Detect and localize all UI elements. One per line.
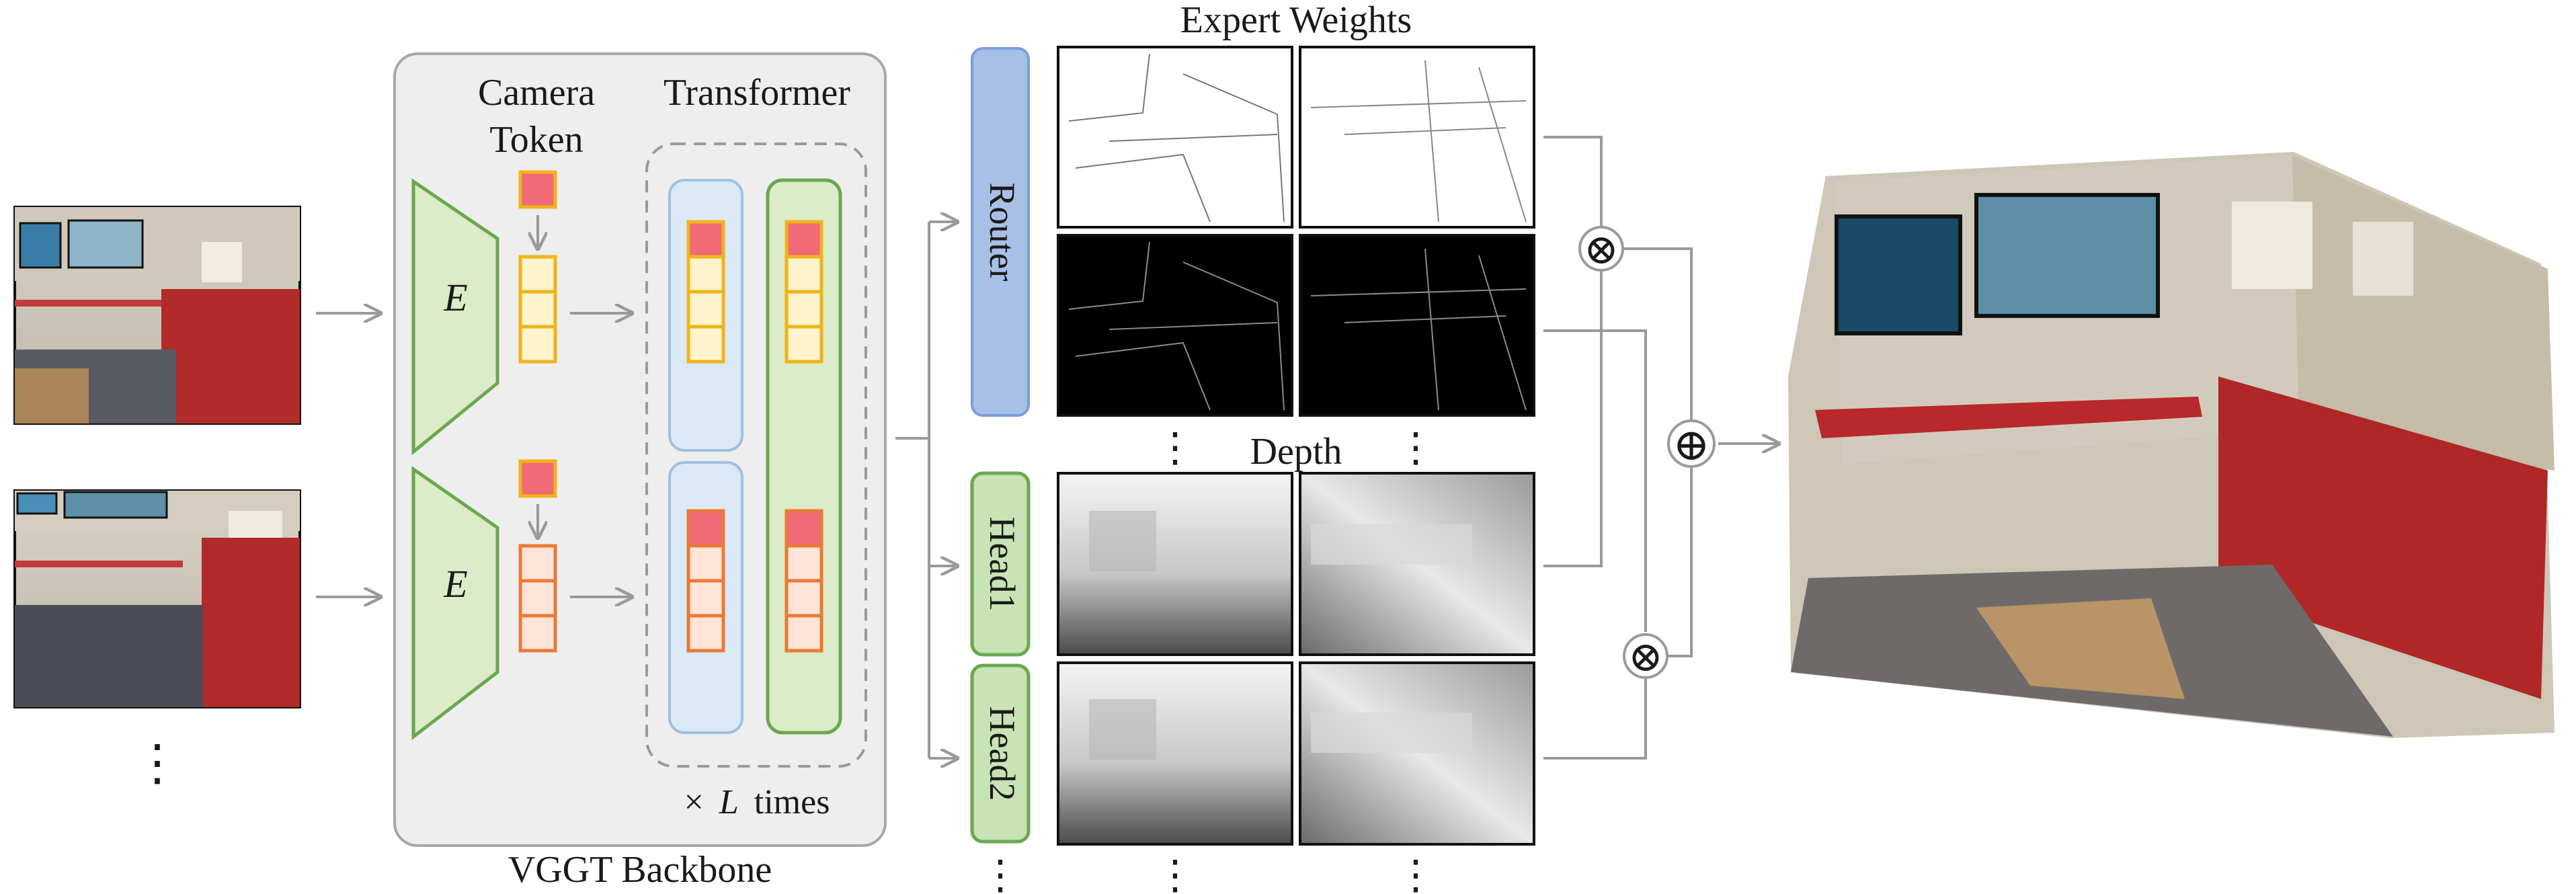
heads-ellipsis: ⋮ — [980, 853, 1020, 894]
router-box — [971, 47, 1030, 417]
depth-map-head2-2 — [1299, 661, 1535, 846]
fusion-connectors — [1543, 136, 1779, 760]
encoder-2 — [411, 466, 499, 741]
multiply-op-1: ⊗ — [1578, 226, 1624, 273]
times-symbol: × — [684, 783, 704, 821]
camera-token-title-line1: Camera — [478, 72, 595, 114]
depth-map-head2-1 — [1057, 661, 1293, 846]
depth-map-head1-2 — [1299, 472, 1535, 656]
token-stack-2 — [518, 544, 557, 653]
camera-token-2 — [518, 459, 557, 498]
branch-connector — [895, 222, 957, 758]
tokens-frame-1 — [686, 220, 725, 364]
camera-token-title-line2: Token — [489, 119, 583, 161]
add-symbol: ⊕ — [1673, 421, 1709, 470]
input-ellipsis: ⋮ — [132, 736, 182, 791]
expert-ellipsis-2: ⋮ — [1396, 425, 1436, 470]
expert-weights-title: Expert Weights — [1180, 0, 1412, 41]
encoder-2-label: E — [443, 562, 467, 606]
backbone-panel — [393, 52, 887, 847]
expert-weight-map-1 — [1057, 46, 1293, 229]
backbone-caption: VGGT Backbone — [508, 849, 772, 891]
reconstructed-point-cloud — [1788, 152, 2554, 738]
expert-weight-map-2 — [1299, 46, 1535, 229]
expert-weight-map-3 — [1057, 234, 1293, 417]
head1-label: Head1 — [982, 517, 1022, 612]
input-image-2 — [13, 489, 301, 708]
times-variable: L — [719, 783, 739, 821]
tokens-frame-2 — [686, 509, 725, 653]
head2-box — [970, 663, 1031, 844]
camera-token-1 — [518, 170, 557, 209]
expert-ellipsis-1: ⋮ — [1155, 425, 1195, 470]
transformer-repeat-box — [645, 143, 867, 768]
tokens-global-1 — [784, 220, 823, 364]
router-label: Router — [982, 183, 1022, 282]
token-stack-1 — [518, 255, 557, 364]
depth-ellipsis-2: ⋮ — [1396, 853, 1436, 894]
multiply-1-symbol: ⊗ — [1584, 227, 1619, 273]
tokens-global-2 — [784, 509, 823, 653]
repeat-count-label: × L times — [684, 783, 830, 821]
expert-weight-map-4 — [1299, 234, 1535, 417]
depth-title: Depth — [1250, 431, 1342, 473]
head2-label: Head2 — [982, 706, 1022, 801]
head1-box — [970, 471, 1031, 657]
vggt-backbone: VGGT Backbone Camera Token Transformer E… — [393, 52, 887, 891]
transformer-title: Transformer — [663, 72, 850, 114]
multiply-op-2: ⊗ — [1623, 633, 1668, 680]
add-op: ⊕ — [1667, 419, 1716, 470]
times-word: times — [754, 783, 830, 821]
encoder-1 — [411, 178, 499, 456]
depth-map-head1-1 — [1057, 472, 1293, 656]
input-images: ⋮ — [13, 206, 301, 791]
multiply-2-symbol: ⊗ — [1628, 635, 1663, 680]
input-image-1 — [13, 206, 301, 425]
encoder-1-label: E — [443, 276, 467, 319]
depth-ellipsis-1: ⋮ — [1155, 853, 1195, 894]
